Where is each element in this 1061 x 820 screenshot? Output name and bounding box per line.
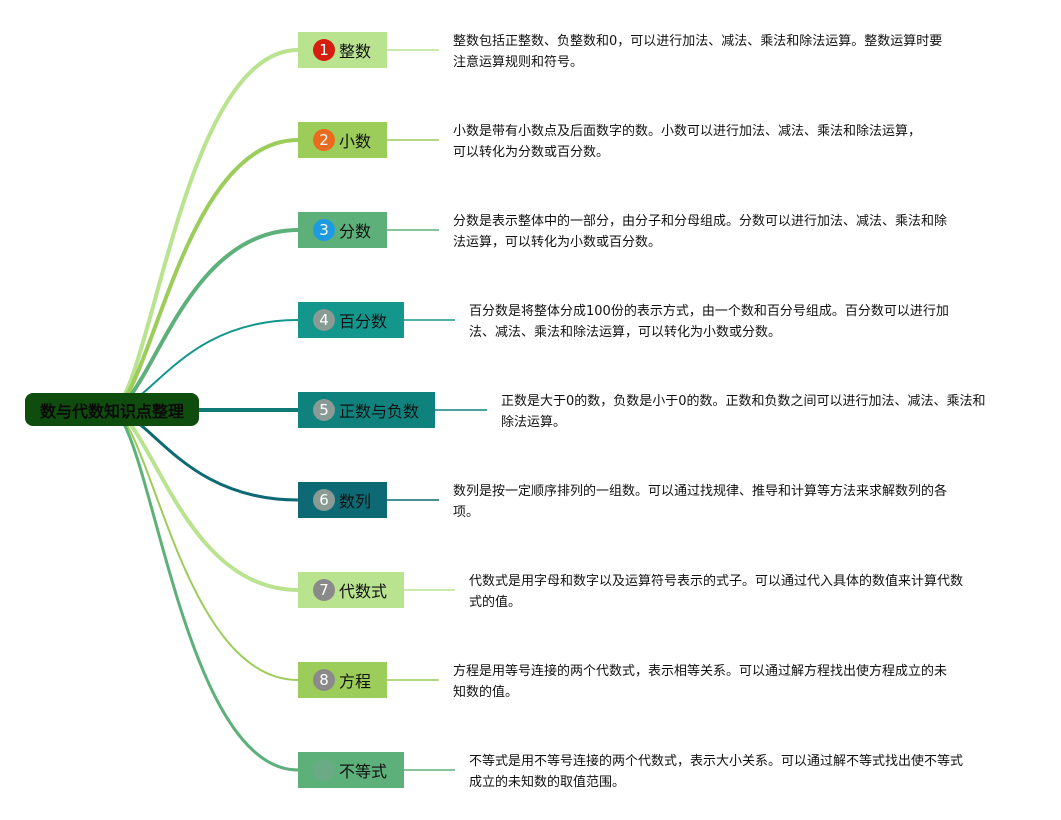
topic-title: 不等式 <box>339 762 388 781</box>
number-badge-icon: 8 <box>313 669 335 691</box>
topic-description-4: 百分数是将整体分成100份的表示方式，由一个数和百分号组成。百分数可以进行加法、… <box>469 304 949 340</box>
number-badge-icon: 4 <box>313 309 335 331</box>
edge-root-topic-1 <box>109 48 299 412</box>
edge-root-topic-8 <box>109 409 299 681</box>
topic-description-2: 小数是带有小数点及后面数字的数。小数可以进行加法、减法、乘法和除法运算，可以转化… <box>453 124 922 160</box>
edge-root-topic-9 <box>109 408 299 772</box>
edge-root-topic-3 <box>109 228 299 412</box>
topic-title: 正数与负数 <box>339 402 420 421</box>
topic-description-5: 正数是大于0的数，负数是小于0的数。正数和负数之间可以进行加法、减法、乘法和除法… <box>501 394 986 430</box>
topic-title: 小数 <box>339 132 372 151</box>
edge-root-topic-2 <box>109 138 299 412</box>
topic-title: 分数 <box>339 222 372 241</box>
topic-node-9[interactable]: 不等式 <box>298 752 404 788</box>
number-badge-icon: 7 <box>313 579 335 601</box>
topic-title: 方程 <box>339 672 372 691</box>
topic-title: 数列 <box>339 492 372 511</box>
topic-title: 代数式 <box>339 582 388 601</box>
number-badge-icon: 6 <box>313 489 335 511</box>
root-label: 数与代数知识点整理 <box>39 401 184 421</box>
topic-description-1: 整数包括正整数、负整数和0，可以进行加法、减法、乘法和除法运算。整数运算时要注意… <box>453 34 943 70</box>
number-badge-icon: 3 <box>313 219 335 241</box>
number-badge-icon: 1 <box>313 39 335 61</box>
topic-title: 百分数 <box>339 312 388 331</box>
root-node[interactable]: 数与代数知识点整理 <box>25 393 199 426</box>
topic-description-9: 不等式是用不等号连接的两个代数式，表示大小关系。可以通过解不等式找出使不等式成立… <box>469 754 964 790</box>
number-badge-icon <box>313 759 335 781</box>
topic-description-7: 代数式是用字母和数字以及运算符号表示的式子。可以通过代入具体的数值来计算代数式的… <box>469 574 964 610</box>
topic-description-3: 分数是表示整体中的一部分，由分子和分母组成。分数可以进行加法、减法、乘法和除法运… <box>453 214 948 250</box>
number-badge-icon: 2 <box>313 129 335 151</box>
topic-title: 整数 <box>339 42 372 61</box>
number-badge-icon: 5 <box>313 399 335 421</box>
topic-description-6: 数列是按一定顺序排列的一组数。可以通过找规律、推导和计算等方法来求解数列的各项。 <box>453 484 948 520</box>
topic-description-8: 方程是用等号连接的两个代数式，表示相等关系。可以通过解方程找出使方程成立的未知数… <box>453 664 948 700</box>
edge-root-topic-7 <box>109 408 299 592</box>
